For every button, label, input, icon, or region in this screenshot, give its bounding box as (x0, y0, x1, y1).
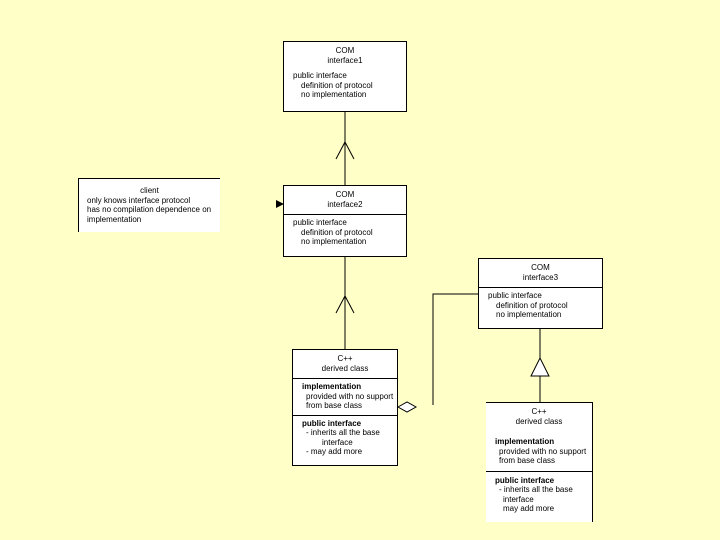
derived1-pub-line1: - inherits all the base (306, 428, 380, 437)
derived1-public-section: public interface - inherits all the base… (293, 414, 397, 457)
interface2-section-title: public interface (293, 218, 347, 227)
interface3-section-title: public interface (488, 291, 542, 300)
interface3-class-box[interactable]: COM interface3 public interface definiti… (478, 258, 603, 329)
client-line2: has no compilation dependence on (87, 205, 212, 214)
interface3-public-section: public interface definition of protocol … (479, 287, 602, 320)
derived2-header: C++ derived class (486, 403, 592, 433)
derived1-pub-title: public interface (302, 418, 362, 428)
derived2-pub-line3: may add more (503, 504, 555, 513)
derived1-impl-line2: from base class (306, 401, 363, 410)
derived2-pub-line2: interface (503, 494, 534, 504)
interface1-section-title: public interface (293, 71, 347, 80)
interface2-stereotype: COM (335, 190, 355, 199)
derived1-impl-line1: provided with no support (306, 391, 394, 401)
interface1-line1: definition of protocol (301, 80, 373, 90)
derived2-impl-line2: from base class (499, 456, 556, 465)
client-title: client (140, 186, 159, 195)
client-note[interactable]: client only knows interface protocol has… (78, 178, 220, 232)
derived-class1-box[interactable]: C++ derived class implementation provide… (292, 349, 398, 466)
aggregation-line (432, 293, 478, 405)
derived2-impl-title: implementation (495, 437, 555, 446)
interface3-stereotype: COM (531, 263, 550, 272)
generalization-arrowhead-interface1 (335, 140, 355, 160)
derived1-pub-line2: interface (322, 437, 353, 447)
interface1-stereotype: COM (335, 46, 355, 55)
interface3-name: interface3 (522, 272, 559, 282)
derived1-name: derived class (321, 363, 369, 373)
interface1-header: COM interface1 (284, 42, 406, 65)
derived2-stereotype: C++ (531, 407, 547, 416)
generalization-arrowhead-interface3 (530, 356, 550, 377)
dependency-arrowhead (276, 200, 284, 208)
derived1-impl-title: implementation (302, 382, 362, 391)
interface3-line2: no implementation (496, 310, 562, 319)
derived2-name: derived class (515, 416, 563, 426)
interface1-line2: no implementation (301, 90, 367, 99)
derived1-header: C++ derived class (293, 350, 397, 378)
interface2-line1: definition of protocol (301, 227, 373, 237)
derived1-pub-line3: - may add more (306, 447, 363, 456)
client-line1: only knows interface protocol (87, 195, 191, 205)
interface3-header: COM interface3 (479, 259, 602, 287)
derived2-pub-line1: - inherits all the base (499, 485, 573, 494)
interface2-public-section: public interface definition of protocol … (284, 214, 406, 247)
client-line3: implementation (87, 214, 142, 224)
interface1-public-section: public interface definition of protocol … (284, 65, 406, 100)
generalization-arrowhead-interface2 (335, 294, 355, 314)
interface2-header: COM interface2 (284, 186, 406, 214)
interface2-class-box[interactable]: COM interface2 public interface definiti… (283, 185, 407, 257)
derived-class2-box[interactable]: C++ derived class implementation provide… (486, 402, 593, 522)
interface2-line2: no implementation (301, 237, 367, 246)
interface1-name: interface1 (327, 55, 363, 65)
aggregation-diamond (396, 401, 418, 413)
derived1-implementation-section: implementation provided with no support … (293, 378, 397, 415)
derived2-pub-title: public interface (495, 475, 555, 485)
derived2-implementation-section: implementation provided with no support … (486, 433, 592, 472)
interface1-class-box[interactable]: COM interface1 public interface definiti… (283, 41, 407, 112)
derived2-public-section: public interface - inherits all the base… (486, 472, 592, 514)
interface2-name: interface2 (327, 199, 363, 209)
derived2-impl-line1: provided with no support (499, 446, 587, 456)
interface3-line1: definition of protocol (496, 300, 568, 310)
client-body: only knows interface protocol has no com… (79, 196, 220, 225)
derived1-stereotype: C++ (337, 354, 353, 363)
